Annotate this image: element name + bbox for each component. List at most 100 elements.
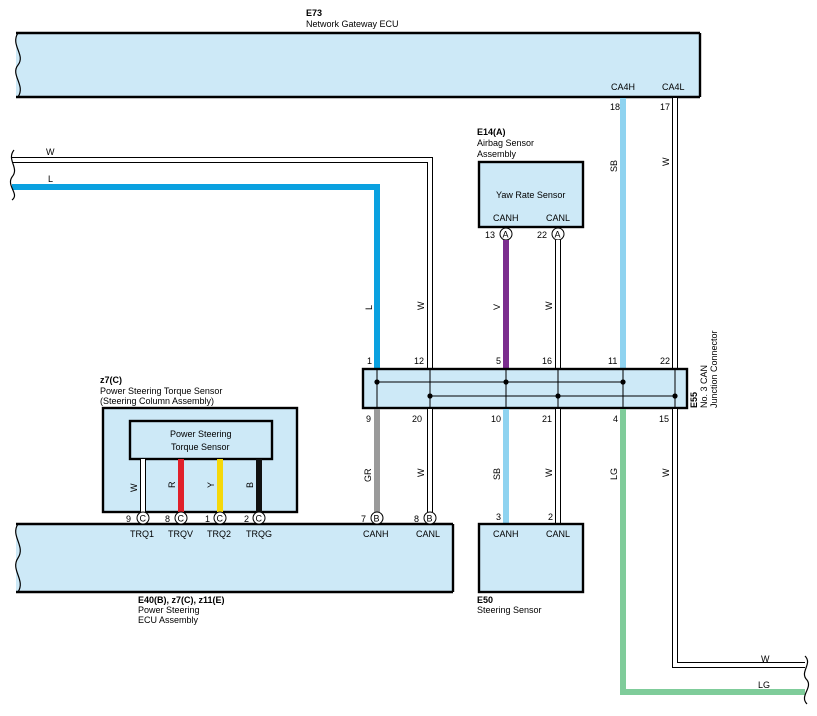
junction-name-2: Junction Connector <box>709 330 719 408</box>
label-vert-w-airbag: W <box>544 301 554 310</box>
airbag-box <box>477 160 585 229</box>
ps-pin-no-5: 7 <box>361 514 366 524</box>
torque-inner-1: Power Steering <box>170 429 232 439</box>
ps-pin-label-trqg: TRQG <box>246 529 272 539</box>
label-ts-b: B <box>245 482 255 488</box>
airbag-sensor: E14(A) Airbag Sensor Assembly Yaw Rate S… <box>477 127 585 241</box>
junction-pin-9: 9 <box>366 414 371 424</box>
ps-conn-2: C <box>178 514 185 524</box>
torque-name-1: Power Steering Torque Sensor <box>100 386 222 396</box>
junction-pin-20: 20 <box>412 414 422 424</box>
torque-code: z7(C) <box>100 375 122 385</box>
ps-ecu-break-mark <box>15 523 21 593</box>
label-ts-w: W <box>129 483 139 492</box>
ps-conn-3: C <box>217 514 224 524</box>
ps-pin-no-1: 9 <box>126 514 131 524</box>
gateway-code: E73 <box>306 8 322 18</box>
ps-ecu-box <box>16 524 453 592</box>
ps-conn-4: C <box>256 514 263 524</box>
gateway-name: Network Gateway ECU <box>306 19 399 29</box>
ss-pin-3: 3 <box>496 512 501 522</box>
ps-conn-5: B <box>374 514 380 524</box>
airbag-inner: Yaw Rate Sensor <box>496 190 565 200</box>
ps-ecu-name-2: ECU Assembly <box>138 615 199 625</box>
label-bot-sb: SB <box>492 468 502 480</box>
label-ts-y: Y <box>206 482 216 488</box>
ss-canh: CANH <box>493 529 519 539</box>
label-right-w: W <box>761 654 770 664</box>
label-bot-lg: LG <box>609 468 619 480</box>
steering-sensor: 3 2 CANH CANL E50 Steering Sensor <box>477 512 585 615</box>
junction-pin-16: 16 <box>542 356 552 366</box>
label-bot-w-ecu: W <box>416 468 426 477</box>
junction-pin-22: 22 <box>660 356 670 366</box>
steering-sensor-box <box>477 522 585 594</box>
ps-ecu: C C C C B B 9 8 1 2 7 8 TRQ1 TRQV TRQ2 T… <box>15 511 455 625</box>
label-vert-sb-top: SB <box>609 160 619 172</box>
airbag-conn-a2: A <box>555 230 561 240</box>
ps-pin-label-canl: CANL <box>416 529 440 539</box>
gateway-break-mark <box>15 32 21 98</box>
left-harness: W L L W <box>9 147 433 369</box>
right-break-mark <box>803 655 810 705</box>
airbag-canh: CANH <box>493 213 519 223</box>
ps-pin-no-6: 8 <box>414 514 419 524</box>
junction-pin-11: 11 <box>608 356 617 366</box>
ss-canl: CANL <box>546 529 570 539</box>
gateway-ecu: E73 Network Gateway ECU CA4H CA4L 18 17 <box>15 8 702 112</box>
ps-conn-6: B <box>427 514 433 524</box>
label-vert-w-left: W <box>416 301 426 310</box>
ps-ecu-code: E40(B), z7(C), z11(E) <box>138 595 225 605</box>
left-break-mark <box>9 149 16 201</box>
label-bot-w-right: W <box>661 468 671 477</box>
label-vert-l: L <box>364 305 374 310</box>
ps-pin-label-trq1: TRQ1 <box>130 529 154 539</box>
gateway-pin-18: 18 <box>610 102 620 112</box>
ps-pin-no-3: 1 <box>205 514 210 524</box>
airbag-name-2: Assembly <box>477 149 517 159</box>
airbag-name-1: Airbag Sensor <box>477 138 534 148</box>
label-bot-w-ss: W <box>544 468 554 477</box>
gateway-pin-ca4h: CA4H <box>611 82 635 92</box>
label-ts-r: R <box>167 481 177 488</box>
junction-pin-12: 12 <box>414 356 424 366</box>
airbag-code: E14(A) <box>477 127 506 137</box>
junction-pin-15: 15 <box>659 414 669 424</box>
ps-pin-label-trq2: TRQ2 <box>207 529 231 539</box>
airbag-pin-22: 22 <box>537 230 547 240</box>
junction-pin-1: 1 <box>367 356 372 366</box>
junction-pin-10: 10 <box>491 414 501 424</box>
junction-name-1: No. 3 CAN <box>699 365 709 408</box>
torque-inner-2: Torque Sensor <box>171 442 230 452</box>
torque-name-2: (Steering Column Assembly) <box>100 396 214 406</box>
gateway-pin-17: 17 <box>660 102 670 112</box>
junction-pin-21: 21 <box>542 414 552 424</box>
ps-pin-label-canh: CANH <box>363 529 389 539</box>
ss-code: E50 <box>477 595 493 605</box>
ps-conn-1: C <box>140 514 147 524</box>
airbag-conn-a1: A <box>503 230 509 240</box>
ps-pin-no-2: 8 <box>165 514 170 524</box>
gateway-ecu-box <box>16 33 700 97</box>
airbag-pin-13: 13 <box>485 230 495 240</box>
ps-pin-no-4: 2 <box>244 514 249 524</box>
wire-l-left <box>12 184 380 369</box>
airbag-canl: CANL <box>546 213 570 223</box>
ps-ecu-name-1: Power Steering <box>138 605 200 615</box>
ss-name: Steering Sensor <box>477 605 542 615</box>
label-vert-v: V <box>492 304 502 310</box>
ps-pin-label-trqv: TRQV <box>168 529 193 539</box>
label-vert-w-top: W <box>661 157 671 166</box>
junction-pin-5: 5 <box>496 356 501 366</box>
label-bot-gr: GR <box>363 468 373 482</box>
junction-pin-4: 4 <box>613 414 618 424</box>
wire-w-left <box>12 158 432 369</box>
junction-code: E55 <box>689 392 699 408</box>
gateway-pin-ca4l: CA4L <box>662 82 685 92</box>
ss-pin-2: 2 <box>548 512 553 522</box>
torque-sensor: z7(C) Power Steering Torque Sensor (Stee… <box>100 375 299 514</box>
label-right-lg: LG <box>758 680 770 690</box>
wire-lg-right <box>620 409 805 695</box>
